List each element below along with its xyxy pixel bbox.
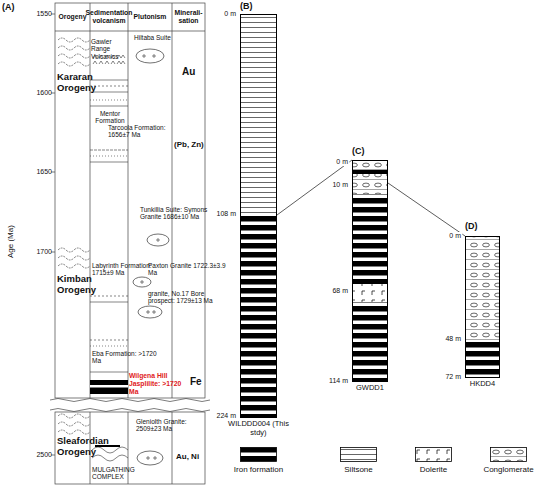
- age-tick: 1550: [36, 10, 52, 18]
- column-title: Orogeny: [59, 13, 87, 21]
- unit-note: Hiltaba Suite: [134, 34, 171, 41]
- unit-note: Gawler Range Volcanics: [91, 38, 128, 60]
- panel-letter: (B): [240, 1, 253, 11]
- column-header: Orogeny: [55, 4, 90, 30]
- depth-label: 108 m: [216, 210, 237, 218]
- unit-note: granite, No.17 Bore prospect: 1729±13 Ma: [148, 290, 228, 305]
- legend-label: Conglomerate: [479, 465, 539, 474]
- column-header: Sedimentation volcanism: [85, 4, 134, 30]
- correlation-line: [388, 183, 465, 236]
- legend-swatch: [240, 447, 277, 462]
- orogeny-name: Sleafordian Orogeny: [57, 436, 91, 458]
- age-tick: 1700: [36, 248, 52, 256]
- orogeny-name: Kimban Orogeny: [57, 274, 91, 296]
- depth-label: 10 m: [331, 181, 349, 189]
- legend-label: Siltsone: [329, 465, 389, 474]
- unit-note: Mentor Formation: [92, 110, 128, 125]
- column-title: Plutonism: [134, 13, 167, 21]
- legend-entry: Iron formation: [229, 447, 289, 474]
- age-tick: 1650: [36, 168, 52, 176]
- unit-note: Tarcoola Formation: 1656±7 Ma: [108, 124, 170, 139]
- unit-note: Wilgena Hill Jasplilite: >1720 Ma: [129, 372, 185, 395]
- panel-letter: (D): [465, 221, 478, 231]
- unit-note: Labyrinth Formation: 1715±9 Ma: [92, 262, 154, 277]
- legend-entry: Conglomerate: [479, 447, 539, 474]
- orogeny-name: Kararan Orogeny: [57, 72, 91, 94]
- legend-label: Dolerite: [404, 465, 464, 474]
- mineral-label: (Pb, Zn): [174, 140, 204, 149]
- column-title: Minerali- sation: [171, 9, 206, 25]
- unit-note: Gleniolth Granite: 2509±23 Ma: [136, 418, 204, 433]
- drill-log: GWDD1: [352, 160, 388, 382]
- mineral-label: Au, Ni: [176, 452, 199, 461]
- depth-label: 0 m: [448, 232, 462, 240]
- correlation-line: [277, 160, 352, 215]
- hole-name: GWDD1: [339, 384, 401, 393]
- legend-swatch: [490, 447, 527, 462]
- drill-log: HKDD4: [465, 236, 500, 378]
- legend-swatch: [415, 447, 452, 462]
- mineral-label: Au: [182, 66, 195, 78]
- unit-note: MULGATHING COMPLEX: [92, 466, 168, 481]
- legend-label: Iron formation: [229, 465, 289, 474]
- depth-label: 0 m: [223, 10, 237, 18]
- unit-note: Eba Formation: >1720 Ma: [92, 350, 162, 365]
- age-tick: 2500: [36, 451, 52, 459]
- panel-letter: (A): [2, 2, 15, 12]
- hole-name: WILDDD004 (This stdy): [228, 420, 290, 437]
- depth-label: 72 m: [444, 373, 462, 381]
- mineral-label: Fe: [190, 376, 202, 388]
- depth-label: 48 m: [444, 335, 462, 343]
- hole-name: HKDD4: [452, 380, 514, 389]
- legend-entry: Dolerite: [404, 447, 464, 474]
- depth-label: 224 m: [216, 412, 237, 420]
- age-tick: 1600: [36, 89, 52, 97]
- column-title: Sedimentation volcanism: [85, 9, 134, 25]
- drill-log: WILDDD004 (This stdy): [240, 14, 277, 418]
- column-header: Plutonism: [128, 4, 172, 30]
- unit-note: Tunkillia Suite: Symons Granite 1686±10 …: [140, 206, 220, 221]
- unit-note: Paxton Granite 1722.3±3.9 Ma: [148, 262, 226, 277]
- axis-title: Age (Ma): [6, 225, 15, 258]
- column-header: Minerali- sation: [171, 4, 206, 30]
- legend-swatch: [340, 447, 377, 462]
- depth-label: 114 m: [328, 377, 349, 385]
- depth-label: 0 m: [335, 158, 349, 166]
- depth-label: 68 m: [331, 287, 349, 295]
- legend-entry: Siltsone: [329, 447, 389, 474]
- panel-letter: (C): [352, 146, 365, 156]
